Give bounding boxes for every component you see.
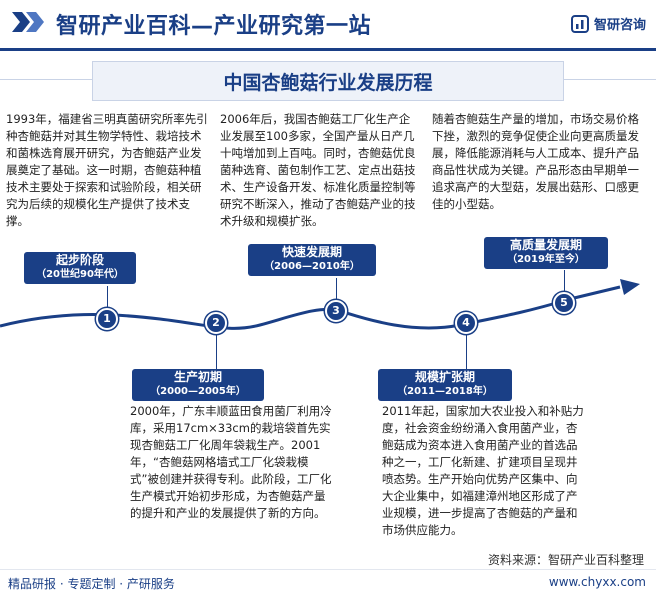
stage-2-connector (216, 333, 217, 369)
stage-5-marker: 5 (553, 292, 575, 314)
stage-5-description: 随着杏鲍菇生产量的增加，市场交易价格下挫，激烈的竞争促使企业向更高质量发展，降低… (432, 112, 639, 211)
stage-5-connector (564, 270, 565, 298)
footer-services: 精品研报 · 专题定制 · 产研服务 (8, 577, 175, 591)
brand-icon (570, 14, 589, 33)
timeline-panel: 中国杏鲍菇行业发展历程 1993年，福建省三明真菌研究所率先引种杏鲍菇并对其生物… (0, 51, 656, 569)
stage-3-description: 2006年后，我国杏鲍菇工厂化生产企业发展至100多家，全国产量从日产几十吨增加… (220, 112, 416, 228)
stage-4-connector (466, 331, 467, 369)
brand-logo[interactable]: 智研咨询 (570, 14, 646, 33)
stage-1-card: 起步阶段 （20世纪90年代） (24, 252, 136, 284)
banner-left-rule (0, 79, 92, 80)
stage-5-title: 高质量发展期 (509, 238, 582, 252)
stage-1-title: 起步阶段 (55, 253, 104, 267)
stage-3-connector (336, 278, 337, 302)
footer-bar: 精品研报 · 专题定制 · 产研服务 www.chyxx.com (0, 569, 656, 596)
stage-1-connector (107, 286, 108, 314)
stage-2-marker: 2 (205, 312, 227, 334)
site-title: 智研产业百科—产业研究第一站 (56, 14, 372, 39)
footer-website-link[interactable]: www.chyxx.com (548, 575, 646, 589)
stage-2-period: （2000—2005年） (150, 386, 246, 397)
timeline-wave (0, 279, 640, 330)
banner-right-rule (564, 79, 656, 80)
chart-title: 中国杏鲍菇行业发展历程 (223, 71, 433, 94)
stage-4-card: 规模扩张期 （2011—2018年） (378, 369, 512, 401)
header-bar: 智研产业百科—产业研究第一站 智研咨询 (0, 0, 656, 48)
stage-2-title: 生产初期 (173, 370, 222, 384)
header-divider (0, 48, 656, 51)
stage-1-period: （20世纪90年代） (36, 269, 124, 280)
stage-4-marker: 4 (455, 312, 477, 334)
stage-5-period: （2019年至今） (507, 254, 585, 265)
stage-2-description: 2000年，广东丰顺蓝田食用菌厂利用冷库，采用17cm×33cm的栽培袋首先实现… (130, 404, 332, 520)
chart-title-banner: 中国杏鲍菇行业发展历程 (92, 61, 564, 101)
stage-5-card: 高质量发展期 （2019年至今） (484, 237, 608, 269)
stage-3-marker: 3 (325, 300, 347, 322)
source-note: 资料来源：智研产业百科整理 (487, 553, 644, 567)
stage-4-title: 规模扩张期 (414, 370, 475, 384)
stage-3-title: 快速发展期 (281, 245, 342, 259)
stage-2-card: 生产初期 （2000—2005年） (132, 369, 264, 401)
stage-1-description: 1993年，福建省三明真菌研究所率先引种杏鲍菇并对其生物学特性、栽培技术和菌株选… (6, 112, 208, 228)
double-chevron-icon (12, 12, 44, 32)
stage-4-description: 2011年起，国家加大农业投入和补贴力度，社会资金纷纷涌入食用菌产业，杏鲍菇成为… (382, 404, 584, 537)
stage-3-period: （2006—2010年） (264, 261, 360, 272)
stage-4-period: （2011—2018年） (397, 386, 493, 397)
stage-1-marker: 1 (96, 308, 118, 330)
stage-3-card: 快速发展期 （2006—2010年） (248, 244, 376, 276)
brand-name: 智研咨询 (593, 18, 646, 33)
